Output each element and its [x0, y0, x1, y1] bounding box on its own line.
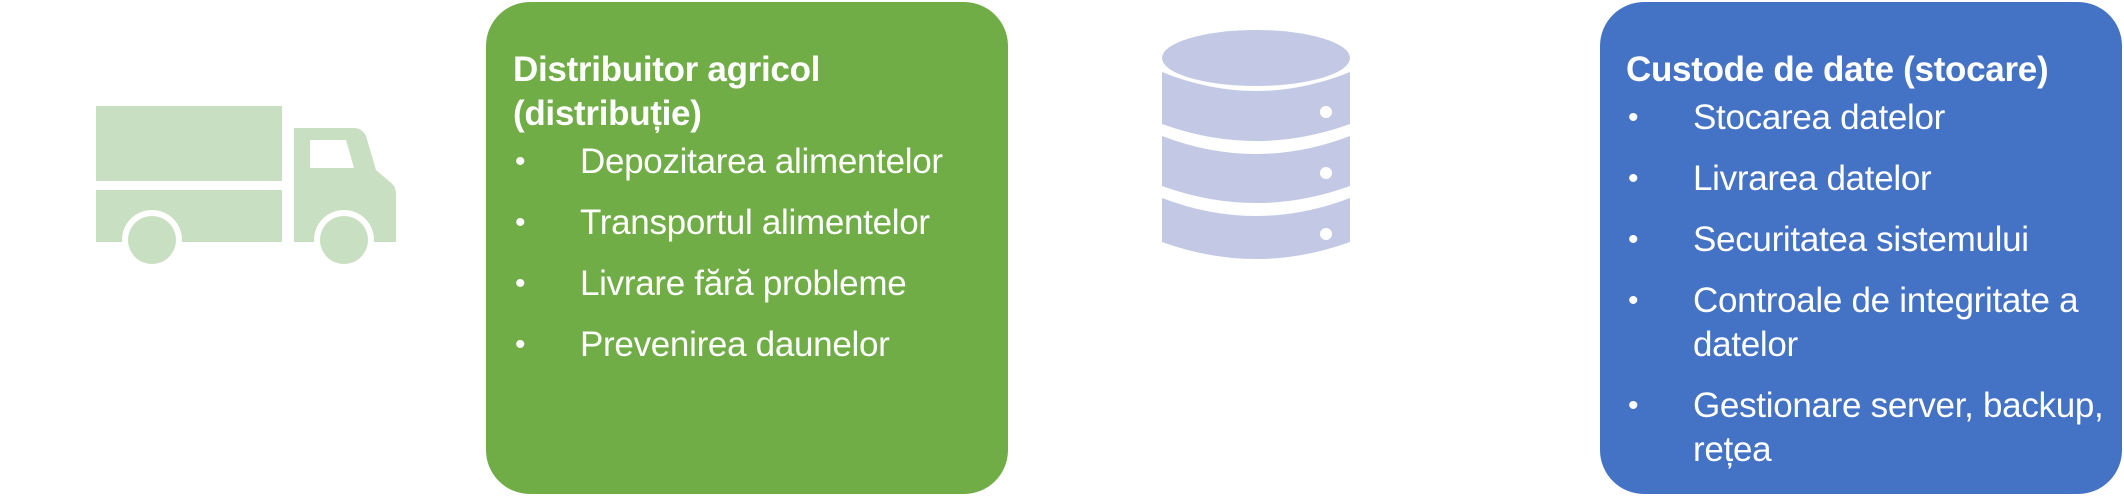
bullet: •	[515, 145, 526, 178]
list-item: •Depozitarea alimentelor	[513, 140, 984, 184]
bullet: •	[1628, 101, 1639, 134]
list-item: •Gestionare server, backup, rețea	[1628, 386, 2104, 469]
custodian-items: •Stocarea datelor •Livrarea datelor •Sec…	[1626, 96, 2108, 472]
list-item: •Livrarea datelor	[1626, 157, 2108, 201]
truck-icon	[96, 106, 396, 270]
bullet: •	[1628, 162, 1639, 195]
distributor-items: •Depozitarea alimentelor •Transportul al…	[513, 140, 984, 367]
list-item: •Controale de integritate a datelor	[1628, 281, 2079, 364]
list-item: •Prevenirea daunelor	[513, 323, 984, 367]
custodian-card-title: Custode de date (stocare)	[1626, 50, 2049, 89]
list-item: •Transportul alimentelor	[513, 201, 984, 245]
bullet: •	[1628, 284, 1639, 317]
bullet: •	[515, 328, 526, 361]
custodian-card: Custode de date (stocare) •Stocarea date…	[1600, 2, 2122, 494]
list-item: •Securitatea sistemului	[1626, 218, 2108, 262]
bullet: •	[515, 206, 526, 239]
bullet: •	[1628, 223, 1639, 256]
bullet: •	[1628, 389, 1639, 422]
list-item: •Livrare fără probleme	[513, 262, 984, 306]
distributor-card-title: Distribuitor agricol (distribuție)	[513, 50, 821, 133]
database-icon	[1162, 30, 1350, 259]
distributor-card: Distribuitor agricol (distribuție) •Depo…	[486, 2, 1008, 494]
list-item: •Stocarea datelor	[1626, 96, 2108, 140]
bullet: •	[515, 267, 526, 300]
